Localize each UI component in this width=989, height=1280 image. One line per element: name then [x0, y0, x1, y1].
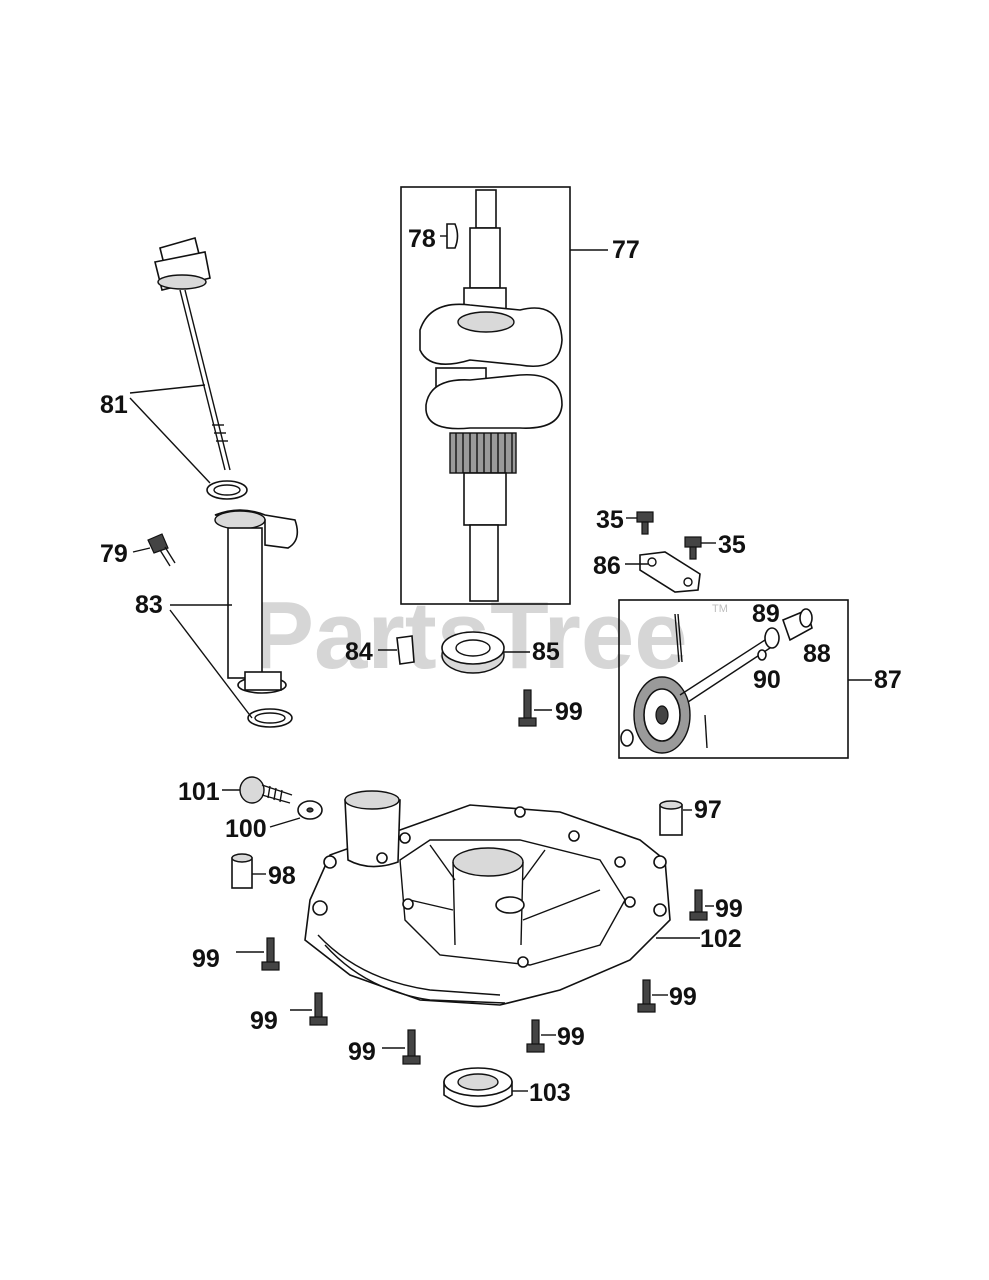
oil-seal-103-part	[443, 1067, 513, 1108]
callout-77: 77	[612, 236, 640, 264]
bolt-35-right-part	[684, 536, 702, 560]
callout-89: 89	[752, 600, 780, 628]
governor-assembly	[618, 599, 872, 759]
callout-85: 85	[532, 638, 560, 666]
governor-box	[618, 599, 849, 759]
crankcase-cover-part	[304, 790, 671, 1006]
bolt-35-left-part	[636, 511, 654, 535]
callout-103: 103	[529, 1079, 571, 1107]
callout-97: 97	[694, 796, 722, 824]
callout-98: 98	[268, 862, 296, 890]
callout-35-right: 35	[718, 531, 746, 559]
washer-100-part	[297, 800, 323, 820]
callout-99-d: 99	[250, 1007, 278, 1035]
dowel-98-part	[231, 853, 253, 889]
screw-99-bottom-center-part	[526, 1019, 545, 1053]
screw-79-part	[147, 533, 176, 567]
callout-99-g: 99	[348, 1038, 376, 1066]
screw-99-right-lower-part	[637, 979, 656, 1013]
woodruff-key-part	[446, 223, 459, 249]
crankshaft-box	[400, 186, 571, 605]
callout-99-a: 99	[555, 698, 583, 726]
callout-90: 90	[753, 666, 781, 694]
dipstick-part	[154, 237, 248, 500]
callout-99-b: 99	[715, 895, 743, 923]
screw-99-left-upper-part	[261, 937, 280, 971]
callout-84: 84	[345, 638, 373, 666]
clip-84-part	[396, 635, 415, 665]
callout-100: 100	[225, 815, 267, 843]
dowel-97-part	[659, 800, 683, 836]
callout-88: 88	[803, 640, 831, 668]
dipstick-tube-part	[214, 509, 299, 728]
callout-101: 101	[178, 778, 220, 806]
callout-35-left: 35	[596, 506, 624, 534]
callout-99-e: 99	[669, 983, 697, 1011]
callout-78: 78	[408, 225, 436, 253]
callout-79: 79	[100, 540, 128, 568]
callout-99-c: 99	[192, 945, 220, 973]
screw-99-right-upper-part	[689, 889, 708, 921]
crankshaft-assembly	[400, 186, 608, 605]
callout-99-f: 99	[557, 1023, 585, 1051]
screw-99-left-lower-part	[309, 992, 328, 1026]
callout-102: 102	[700, 925, 742, 953]
callout-83: 83	[135, 591, 163, 619]
watermark-tm: TM	[712, 603, 728, 615]
callout-87: 87	[874, 666, 902, 694]
link-plate-86-part	[639, 551, 701, 593]
callout-81: 81	[100, 391, 128, 419]
screw-99-bottom-left-part	[402, 1029, 421, 1065]
oil-seal-85-part	[441, 631, 505, 674]
callout-86: 86	[593, 552, 621, 580]
screw-99-center-part	[518, 689, 537, 727]
bolt-101-part	[239, 776, 293, 804]
